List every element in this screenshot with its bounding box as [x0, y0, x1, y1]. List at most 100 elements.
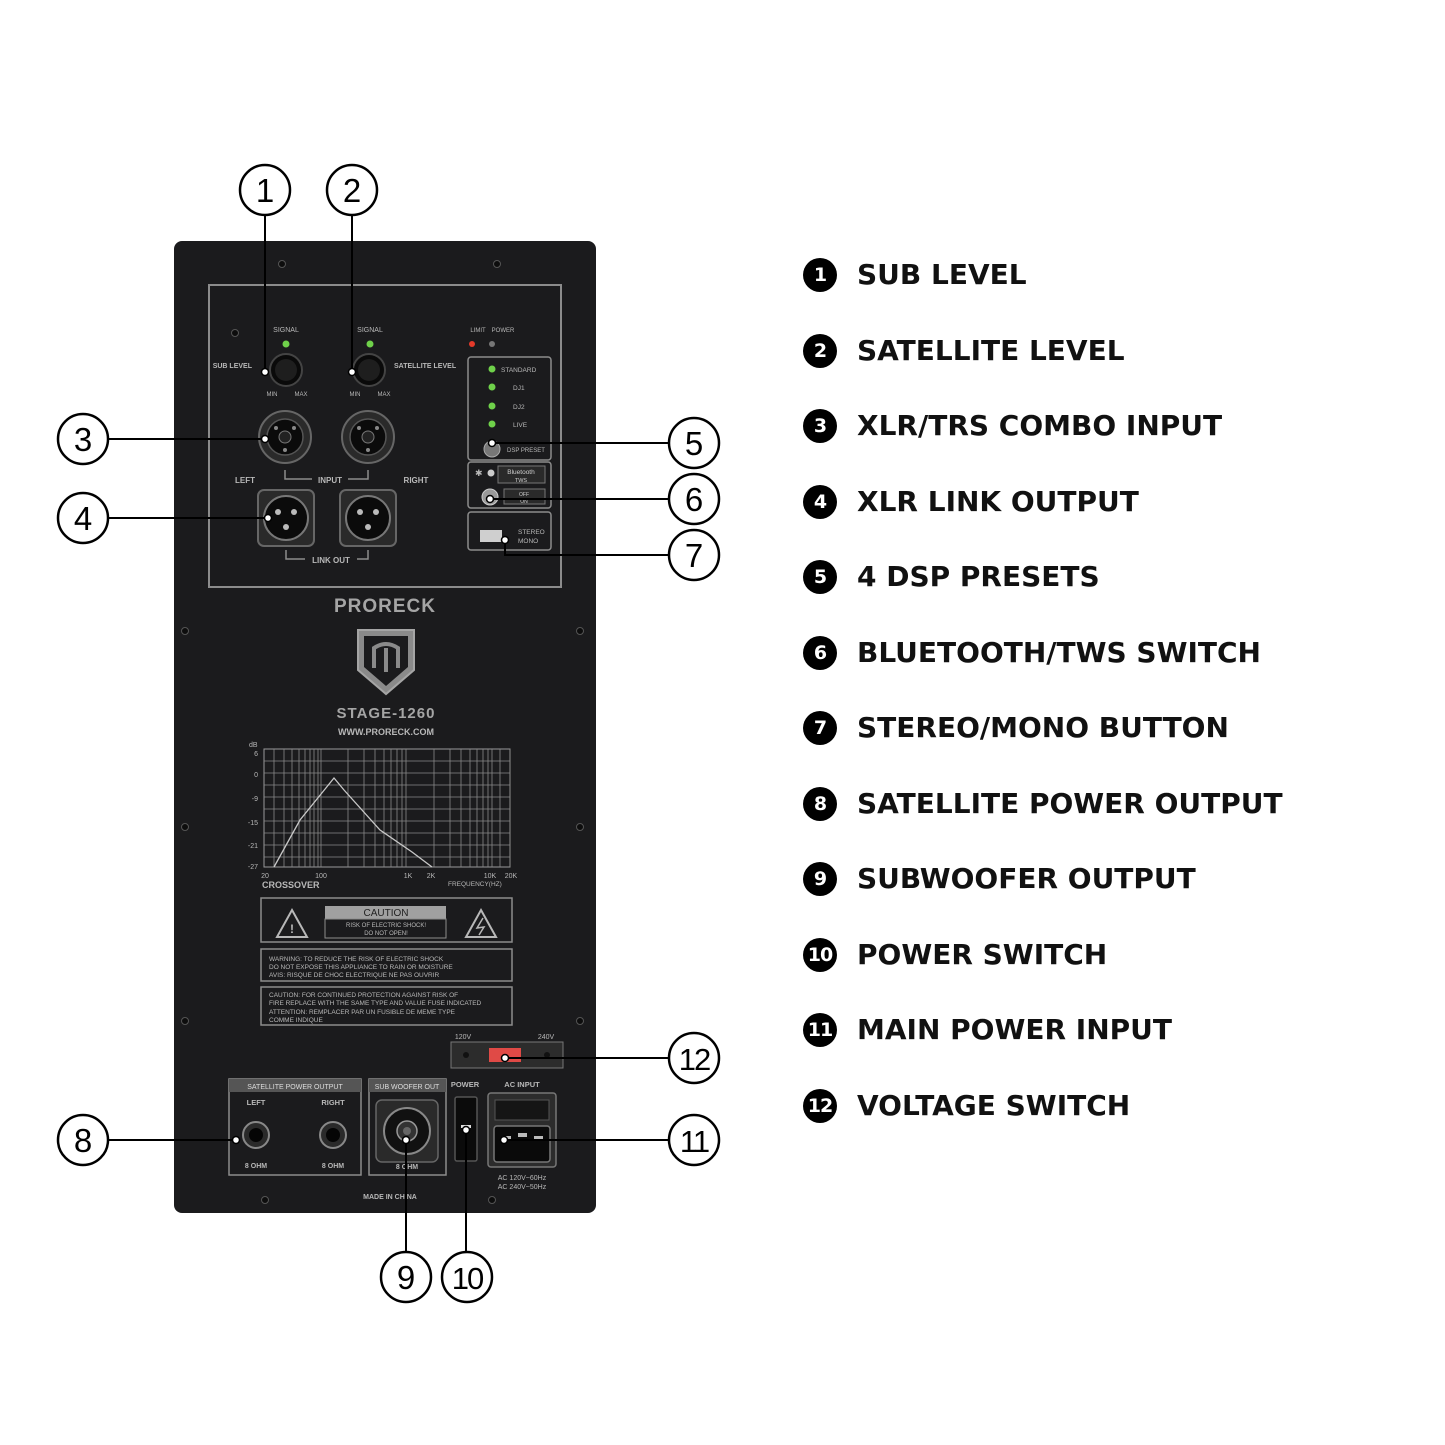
bluetooth-on-off-label-box [503, 488, 546, 505]
leader-lines [109, 215, 668, 1251]
graph-x-tick: 20K [505, 873, 518, 880]
legend-item: 1 SUB LEVEL [803, 258, 1423, 334]
crossover-graph: dB 6 0 -9 -15 -21 -27 20 100 1K 2K 10K 2… [248, 742, 518, 890]
graph-y-tick: -27 [248, 864, 258, 871]
sat-min-label: MIN [350, 392, 361, 398]
combo-input-right[interactable] [341, 410, 395, 464]
sub-min-label: MIN [267, 392, 278, 398]
limit-label: LIMIT [470, 328, 486, 334]
legend-item: 10 POWER SWITCH [803, 937, 1423, 1014]
graph-x-tick: 20 [261, 873, 269, 880]
bluetooth-icon: ✱ [475, 468, 483, 478]
svg-text:WARNING: TO REDUCE THE RISK OF: WARNING: TO REDUCE THE RISK OF ELECTRIC … [269, 956, 444, 963]
power-led [489, 341, 495, 347]
bluetooth-box [467, 461, 552, 509]
xlr-link-out-right[interactable] [339, 489, 397, 547]
input-right-label: RIGHT [404, 476, 429, 485]
callout-2: 2 [325, 163, 379, 217]
ac-rating-1: AC 120V~60Hz [498, 1175, 547, 1182]
svg-text:8: 8 [74, 1122, 92, 1159]
preset-label-live: LIVE [513, 422, 528, 429]
satellite-level-label: SATELLITE LEVEL [394, 363, 457, 370]
graph-db-label: dB [249, 742, 258, 749]
crossover-curve [273, 776, 433, 868]
on-label: ON [520, 499, 528, 505]
callout-6: 6 [667, 472, 721, 526]
sub-level-knob-cap [275, 359, 297, 381]
legend-number-badge: 7 [803, 711, 837, 745]
legend-number-badge: 1 [803, 258, 837, 292]
preset-led-dj1 [488, 383, 496, 391]
legend-label: SUB LEVEL [857, 258, 1027, 291]
amplifier-panel [174, 241, 596, 1213]
legend-number-badge: 6 [803, 635, 837, 670]
sub-max-label: MAX [294, 392, 307, 398]
legend-label: SATELLITE POWER OUTPUT [857, 786, 1283, 820]
sub-output-label: SUB WOOFER OUT [375, 1084, 440, 1091]
graph-x-tick: 2K [427, 873, 436, 880]
preset-label-standard: STANDARD [501, 367, 537, 374]
control-area-frame [208, 284, 562, 588]
panel-screws [181, 260, 584, 1204]
legend-label: 4 DSP PRESETS [857, 560, 1100, 593]
dsp-preset-label: DSP PRESET [507, 448, 545, 454]
svg-text:COMME INDIQUE: COMME INDIQUE [269, 1017, 323, 1024]
svg-text:6: 6 [685, 481, 703, 518]
made-in-text: MADE IN CHINA [363, 1194, 417, 1201]
stereo-mono-button[interactable] [480, 530, 502, 542]
bluetooth-led [487, 469, 495, 477]
warning-box: WARNING: TO REDUCE THE RISK OF ELECTRIC … [260, 948, 513, 982]
sat-out-left-ohm: 8 OHM [245, 1163, 267, 1170]
legend-label: POWER SWITCH [857, 937, 1108, 971]
legend-item: 6 BLUETOOTH/TWS SWITCH [803, 635, 1423, 712]
legend-number-badge: 9 [803, 862, 837, 896]
mono-label: MONO [518, 538, 538, 545]
legend-label: XLR LINK OUTPUT [857, 484, 1139, 518]
svg-text:1: 1 [256, 172, 274, 209]
caution-title: CAUTION [364, 908, 409, 919]
sat-out-right-label: RIGHT [321, 1098, 345, 1107]
preset-label-dj1: DJ1 [513, 385, 525, 392]
lightning-triangle-icon [464, 907, 498, 938]
voltage-120-label: 120V [455, 1034, 472, 1041]
sat-out-left-label: LEFT [247, 1098, 266, 1107]
ac-input-label: AC INPUT [504, 1080, 540, 1089]
graph-x-tick: 1K [404, 873, 413, 880]
stereo-mono-box [467, 511, 552, 551]
graph-y-tick: 0 [254, 772, 258, 779]
graph-x-tick: 100 [315, 873, 327, 880]
brand-shield-logo [357, 629, 415, 696]
satellite-output-right-jack[interactable] [319, 1121, 347, 1149]
svg-text:10: 10 [452, 1261, 484, 1296]
tws-label: TWS [515, 478, 528, 484]
svg-text:CAUTION: FOR CONTINUED PROTECT: CAUTION: FOR CONTINUED PROTECTION AGAINS… [269, 992, 458, 999]
callout-1: 1 [238, 163, 292, 217]
main-power-input-socket[interactable] [487, 1092, 557, 1168]
callout-12: 12 [667, 1031, 721, 1085]
subwoofer-output-speakon[interactable] [375, 1099, 439, 1163]
sat-signal-label: SIGNAL [357, 327, 383, 334]
svg-text:7: 7 [685, 537, 703, 574]
legend-number-badge: 10 [803, 937, 837, 972]
callout-5: 5 [667, 416, 721, 470]
svg-text:5: 5 [685, 425, 703, 462]
fuse-caution-box: CAUTION: FOR CONTINUED PROTECTION AGAINS… [260, 986, 513, 1026]
legend-label: BLUETOOTH/TWS SWITCH [857, 635, 1261, 669]
caution-subtitle-1: RISK OF ELECTRIC SHOCK! [346, 923, 426, 929]
legend-label: STEREO/MONO BUTTON [857, 711, 1229, 744]
xlr-link-out-left[interactable] [257, 489, 315, 547]
website-text: WWW.PRORECK.COM [338, 727, 434, 737]
power-switch-label: POWER [451, 1080, 480, 1089]
link-out-bracket [285, 550, 369, 560]
satellite-output-label: SATELLITE POWER OUTPUT [247, 1084, 343, 1091]
sub-level-label: SUB LEVEL [213, 363, 253, 370]
satellite-output-left-jack[interactable] [242, 1121, 270, 1149]
svg-text:FIRE REPLACE WITH THE SAME TYP: FIRE REPLACE WITH THE SAME TYPE AND VALU… [269, 1000, 482, 1007]
svg-text:AVIS: RISQUE DE CHOC ELECTRIQU: AVIS: RISQUE DE CHOC ELECTRIQUE NE PAS O… [269, 972, 440, 979]
legend-number-badge: 4 [803, 484, 837, 519]
legend-item: 7 STEREO/MONO BUTTON [803, 711, 1423, 787]
